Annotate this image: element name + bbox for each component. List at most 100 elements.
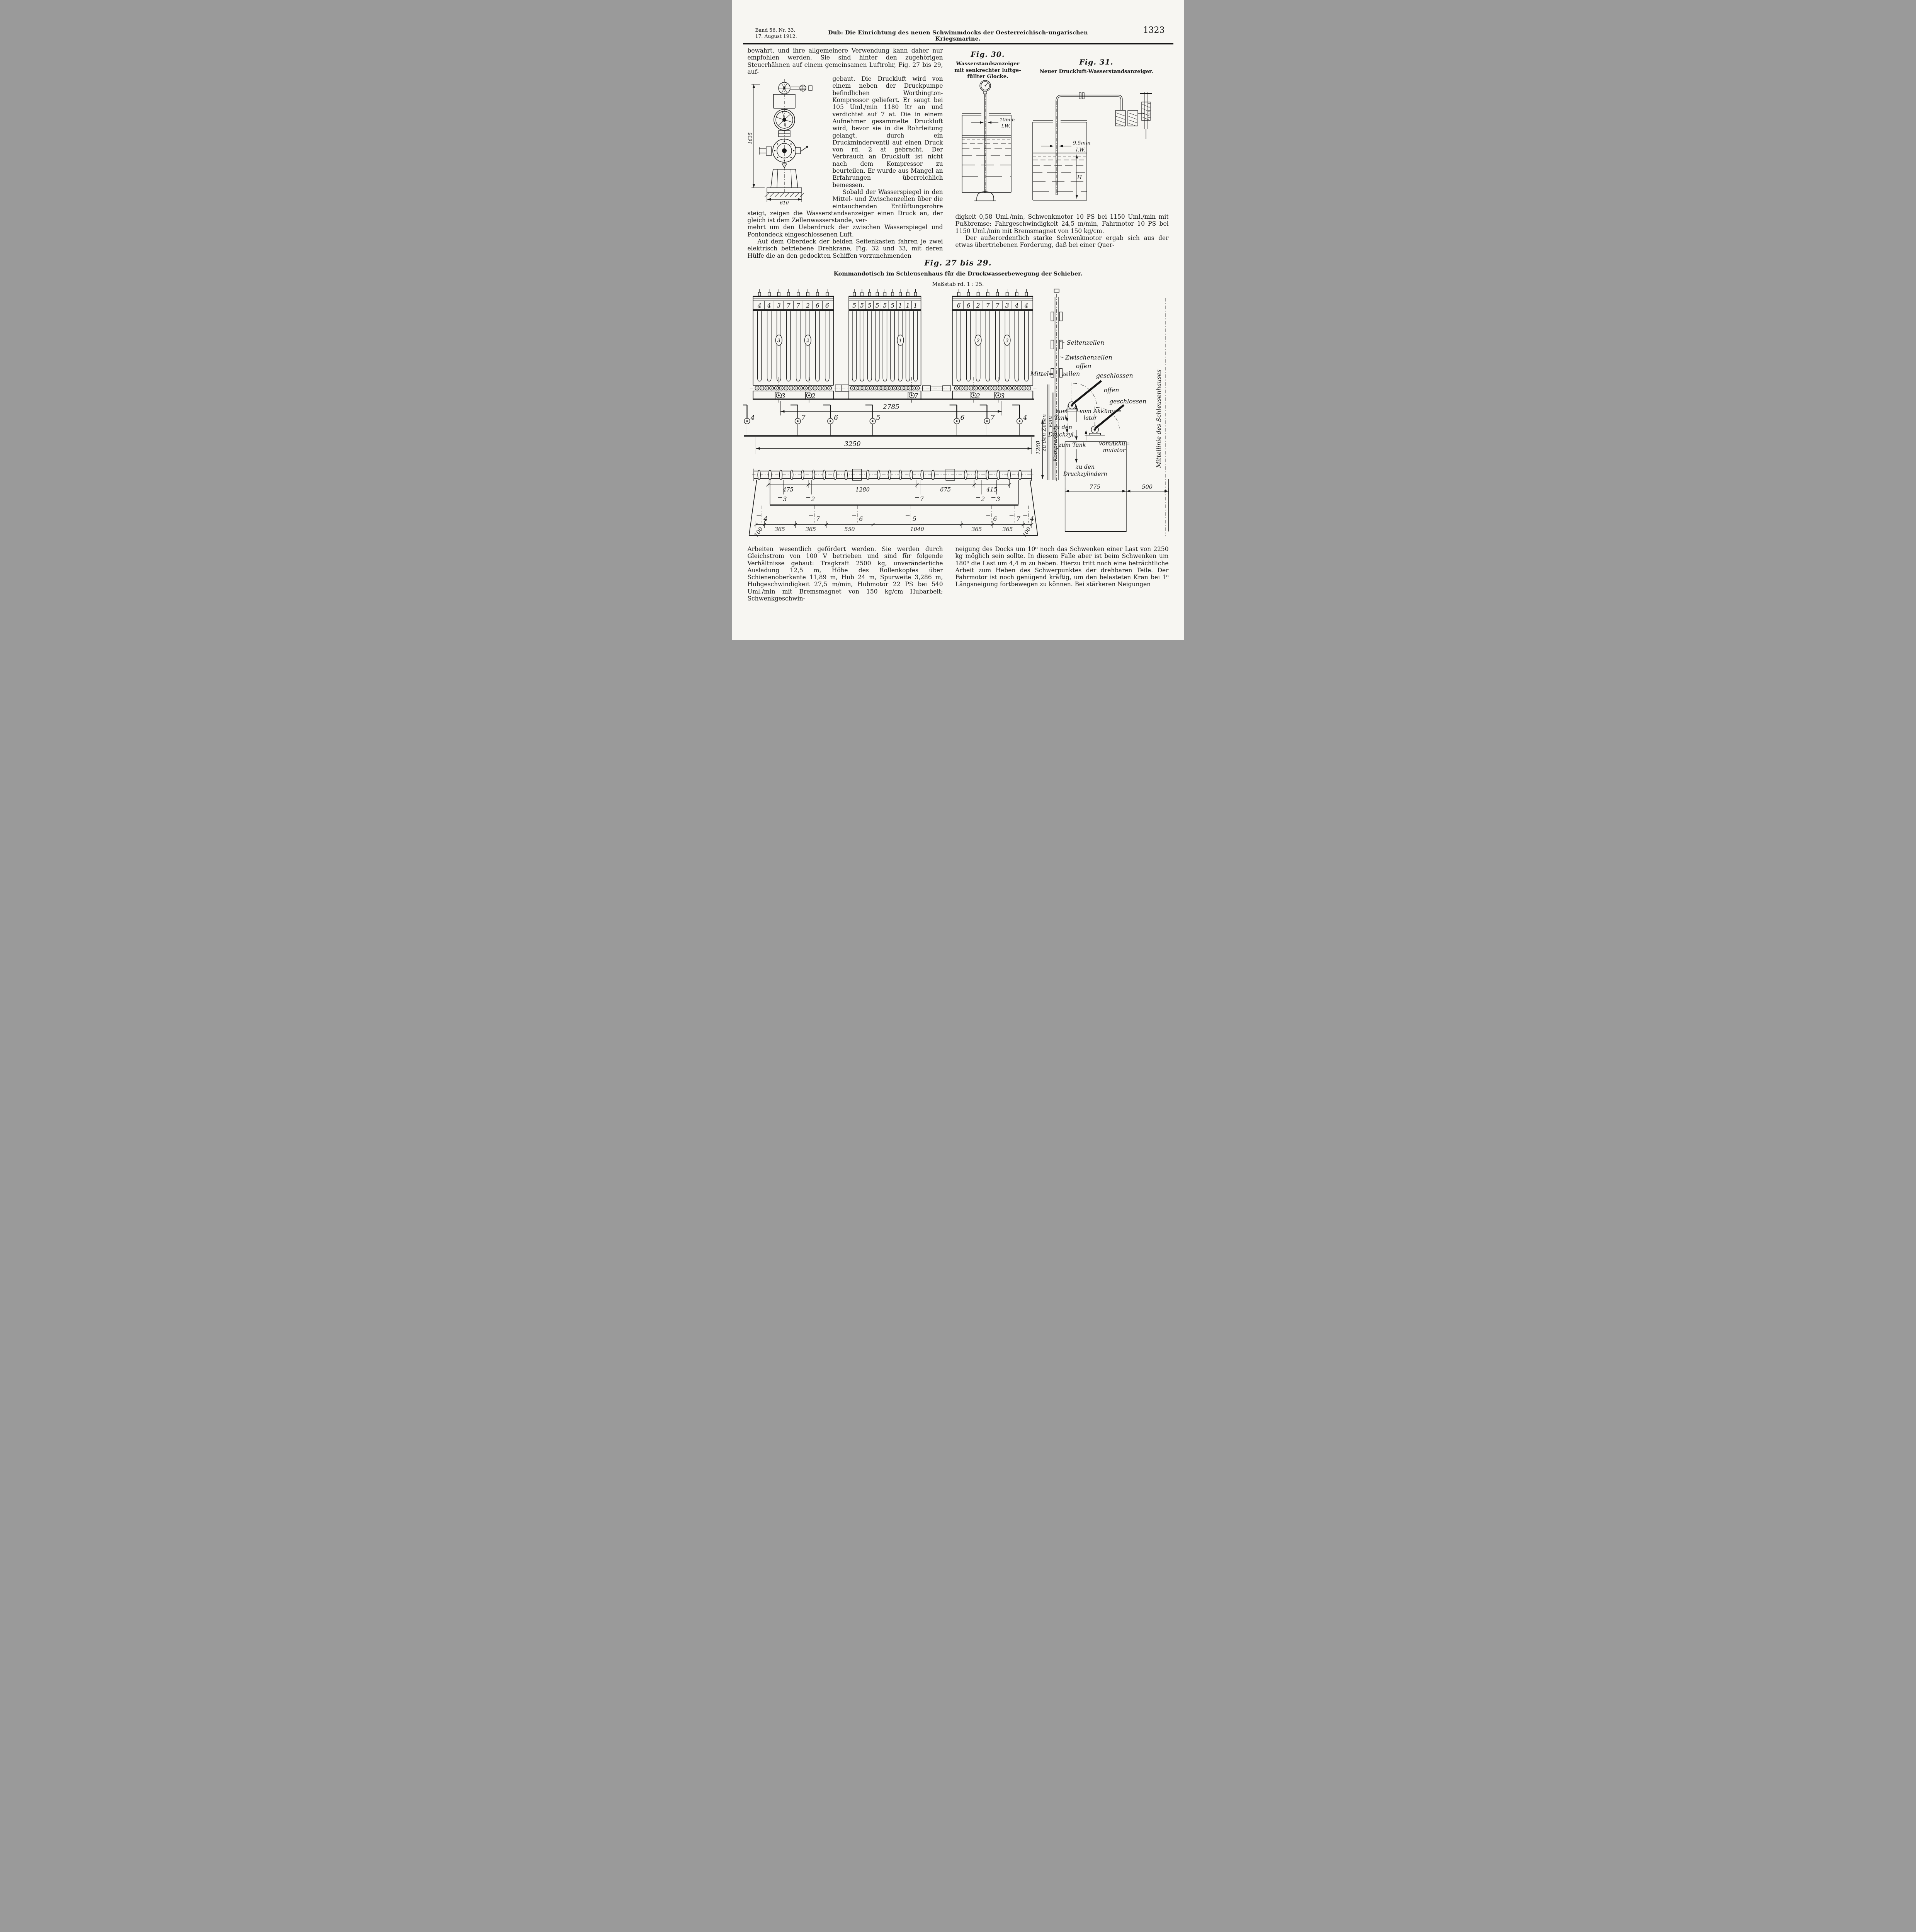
fig31-caption: Neuer Druckluft-Wasserstandsanzeiger. — [1039, 69, 1153, 75]
pipe-dim: 675 — [940, 486, 951, 493]
oval-tag: 2 — [806, 338, 809, 344]
oval-tag: 3 — [1005, 338, 1008, 344]
fig30-caption-line: füllter Glocke. — [967, 74, 1008, 80]
pump-height-dim: 1635 — [748, 133, 753, 145]
paragraph: mehrt um den Ueberdruck der zwischen Was… — [747, 224, 943, 238]
valve-number: 6 — [825, 302, 829, 309]
valve-number: 3 — [1005, 302, 1009, 309]
pipe-dim: 415 — [986, 486, 997, 493]
fig30-caption-line: Wasserstandsanzeiger — [956, 61, 1020, 67]
callout-number: 5 — [912, 515, 916, 522]
label-zum: zum — [1055, 408, 1068, 415]
pump-width-dim: 610 — [780, 200, 789, 205]
lever-number: 7 — [990, 414, 995, 422]
paragraph: Auf dem Oberdeck der beiden Seitenkasten… — [747, 238, 943, 259]
valve-number: 4 — [767, 302, 771, 309]
lever-number: 6 — [834, 414, 838, 422]
label-tank: Tank — [1054, 415, 1068, 422]
oval-tag: 1 — [899, 338, 902, 344]
label-offen: offen — [1103, 387, 1119, 394]
fig30-bore-unit: l.W. — [1001, 123, 1010, 129]
page-number: 1323 — [1143, 26, 1165, 35]
callout-number: 3 — [996, 496, 1000, 503]
oval-tag: 2 — [976, 338, 979, 344]
label-mittellinie: Mittellinie des Schleusenhauses — [1155, 369, 1162, 468]
valve-number: 7 — [786, 302, 790, 309]
valve-number: 2 — [976, 302, 980, 309]
label-geschlossen: geschlossen — [1109, 398, 1146, 405]
paragraph: Sobald der Wasserspiegel in den Mittel- … — [747, 188, 943, 224]
dim-3250: 3250 — [844, 440, 861, 447]
bottom-dim: 550 — [844, 526, 855, 532]
bottom-dim: 365 — [775, 526, 785, 532]
lever-number: 7 — [914, 392, 918, 400]
bottom-dim: 365 — [806, 526, 816, 532]
valve-number: 4 — [1014, 302, 1018, 309]
paragraph: gebaut. Die Druckluft wird von einem neb… — [832, 75, 943, 189]
label-offen: offen — [1076, 362, 1091, 369]
dim-1260: 1260 — [1035, 441, 1042, 455]
label-vom-akkumulator: lator — [1083, 415, 1097, 422]
valve-number: 5 — [875, 302, 879, 309]
label-vom-akkumulator: mulator — [1103, 447, 1125, 454]
callout-number: 7 — [1016, 515, 1020, 522]
valve-number: 7 — [986, 302, 989, 309]
callout-number: 7 — [920, 496, 923, 503]
label-vom: vom — [1047, 416, 1053, 428]
valve-number: 6 — [957, 302, 961, 309]
label-zu-den: zu den — [1075, 464, 1095, 470]
label-zwischenzellen: Zwischenzellen — [1064, 354, 1112, 361]
fig27-title: Fig. 27 bis 29. — [924, 258, 992, 267]
lever-number: 7 — [801, 414, 806, 422]
callout-number: 4 — [763, 515, 767, 522]
valve-number: 5 — [852, 302, 856, 309]
header-volume: Band 56. Nr. 33. 17. August 1912. — [755, 27, 797, 39]
header-volume-line1: Band 56. Nr. 33. — [755, 27, 796, 33]
fig31-title: Fig. 31. — [1079, 58, 1114, 66]
pipe-dim: 1280 — [855, 486, 869, 493]
label-vom-akkumulator: vomAkku= — [1099, 440, 1130, 447]
label-zu-den-zellen: zu den Zellen — [1041, 414, 1047, 452]
bottom-dim: 365 — [1002, 526, 1013, 532]
bottom-right-column: neigung des Docks um 10⁰ noch das Schwen… — [955, 546, 1169, 588]
valve-number: 3 — [777, 302, 780, 309]
label-zu-den: zu den — [1052, 424, 1072, 431]
callout-number: 2 — [811, 496, 815, 503]
valve-number: 5 — [867, 302, 871, 309]
header-volume-line2: 17. August 1912. — [755, 33, 797, 39]
pump-figure: 1635 610 — [748, 77, 829, 206]
fig27-scale: Maßstab rd. 1 : 25. — [932, 281, 984, 287]
fig31-bore-unit: l.W. — [1076, 147, 1085, 153]
fig30-bore-label: 10mm — [1000, 117, 1015, 122]
lever-number: 3 — [781, 392, 785, 400]
pipe-dim: 475 — [782, 486, 793, 493]
oval-tag: 3 — [777, 338, 780, 344]
header-rule — [743, 43, 1173, 44]
valve-number: 7 — [796, 302, 800, 309]
fig30-caption-block: Fig. 30. Wasserstandsanzeiger mit senkre… — [947, 50, 1029, 80]
valve-number: 6 — [966, 302, 970, 309]
paragraph: bewährt, und ihre allgemeinere Verwendun… — [747, 47, 943, 75]
fig30-caption-line: mit senkrechter luftge- — [954, 67, 1021, 73]
label-mittel: Mittel= — [1030, 371, 1054, 378]
fig30-caption: Wasserstandsanzeiger mit senkrechter luf… — [947, 61, 1029, 80]
journal-page: Band 56. Nr. 33. 17. August 1912. Dub: D… — [732, 0, 1184, 640]
callout-number: 2 — [981, 496, 985, 503]
lever-number: 2 — [976, 392, 980, 400]
valve-number: 4 — [757, 302, 761, 309]
fig31-h-dim: H — [1076, 175, 1082, 181]
dim-2785: 2785 — [882, 403, 899, 411]
lever-number: 3 — [1000, 392, 1005, 400]
valve-number: 1 — [906, 302, 910, 309]
label-zellen: zellen — [1061, 371, 1080, 378]
valve-number: 6 — [815, 302, 819, 309]
fig31-bore-label: 9,5mm — [1073, 140, 1090, 146]
label-kompressor: Kompressor — [1052, 428, 1058, 462]
label-seitenzellen: Seitenzellen — [1066, 339, 1104, 346]
paragraph: Der außerordentlich starke Schwenkmotor … — [955, 234, 1169, 249]
callout-number: 6 — [993, 515, 997, 522]
dim-500: 500 — [1142, 484, 1153, 490]
bottom-dim: 100 — [1021, 526, 1032, 538]
